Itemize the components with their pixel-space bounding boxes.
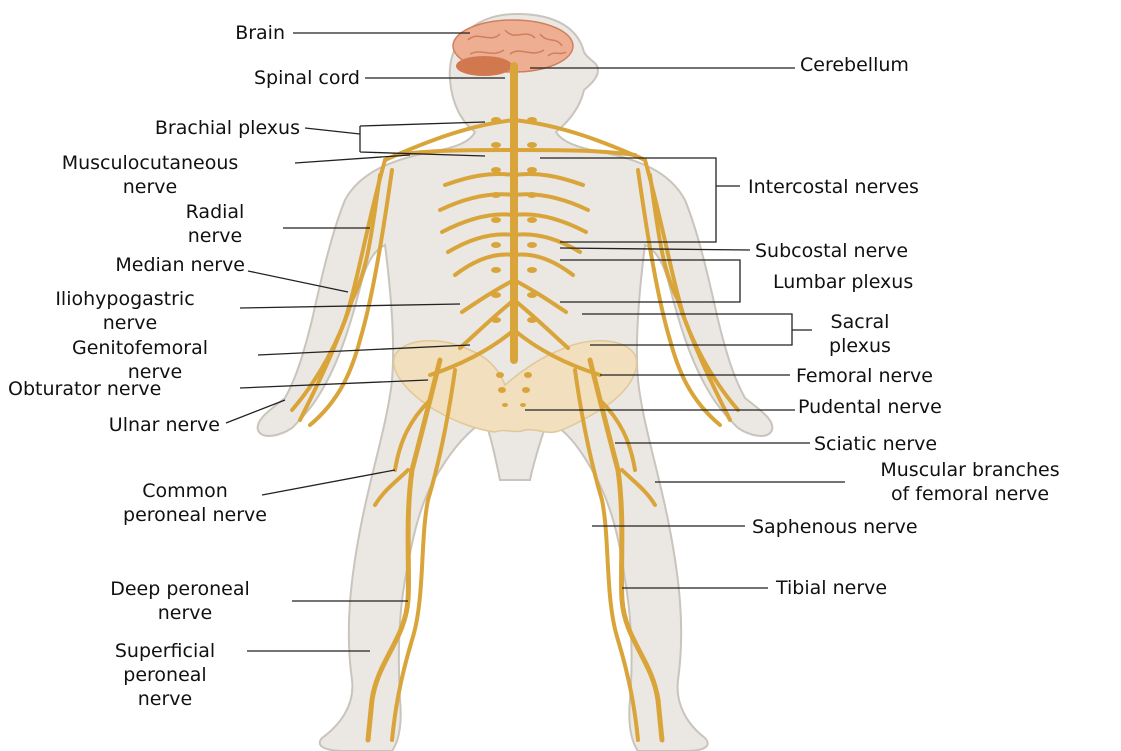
label-iliohypogastric-line2: nerve (30, 311, 230, 335)
label-genitofemoral-line1: Genitofemoral (20, 336, 260, 360)
label-sciatic-nerve: Sciatic nerve (814, 432, 1034, 456)
label-brain: Brain (180, 21, 285, 45)
label-median-nerve: Median nerve (20, 253, 245, 277)
cerebellum-shape (456, 56, 512, 76)
label-cerebellum: Cerebellum (800, 53, 1000, 77)
label-superficial-peroneal-line3: nerve (85, 687, 245, 711)
label-femoral-nerve: Femoral nerve (796, 364, 1026, 388)
label-superficial-peroneal-line1: Superficial (85, 639, 245, 663)
label-deep-peroneal-line1: Deep peroneal (65, 577, 295, 601)
label-radial-line2: nerve (160, 224, 270, 248)
label-saphenous-nerve: Saphenous nerve (752, 515, 1022, 539)
label-ulnar-nerve: Ulnar nerve (20, 413, 220, 437)
label-deep-peroneal-line2: nerve (110, 601, 260, 625)
label-intercostal-nerves: Intercostal nerves (748, 175, 1028, 199)
label-muscular-branches-line2: of femoral nerve (845, 482, 1095, 506)
label-subcostal-nerve: Subcostal nerve (755, 239, 1015, 263)
label-common-peroneal-line1: Common (130, 479, 240, 503)
label-musculocutaneous-line1: Musculocutaneous (5, 151, 295, 175)
label-pudental-nerve: Pudental nerve (798, 395, 1038, 419)
label-spinal-cord: Spinal cord (180, 66, 360, 90)
label-obturator-nerve: Obturator nerve (8, 377, 248, 401)
label-brachial-plexus: Brachial plexus (60, 116, 300, 140)
label-tibial-nerve: Tibial nerve (776, 576, 976, 600)
label-sacral-plexus-line2: plexus (810, 334, 910, 358)
label-lumbar-plexus: Lumbar plexus (773, 270, 1013, 294)
label-musculocutaneous-line2: nerve (60, 175, 240, 199)
label-superficial-peroneal-line2: peroneal (85, 663, 245, 687)
label-muscular-branches-line1: Muscular branches (845, 458, 1095, 482)
label-sacral-plexus-line1: Sacral (810, 310, 910, 334)
label-common-peroneal-line2: peroneal nerve (95, 503, 295, 527)
label-radial-line1: Radial (160, 200, 270, 224)
label-iliohypogastric-line1: Iliohypogastric (5, 287, 245, 311)
